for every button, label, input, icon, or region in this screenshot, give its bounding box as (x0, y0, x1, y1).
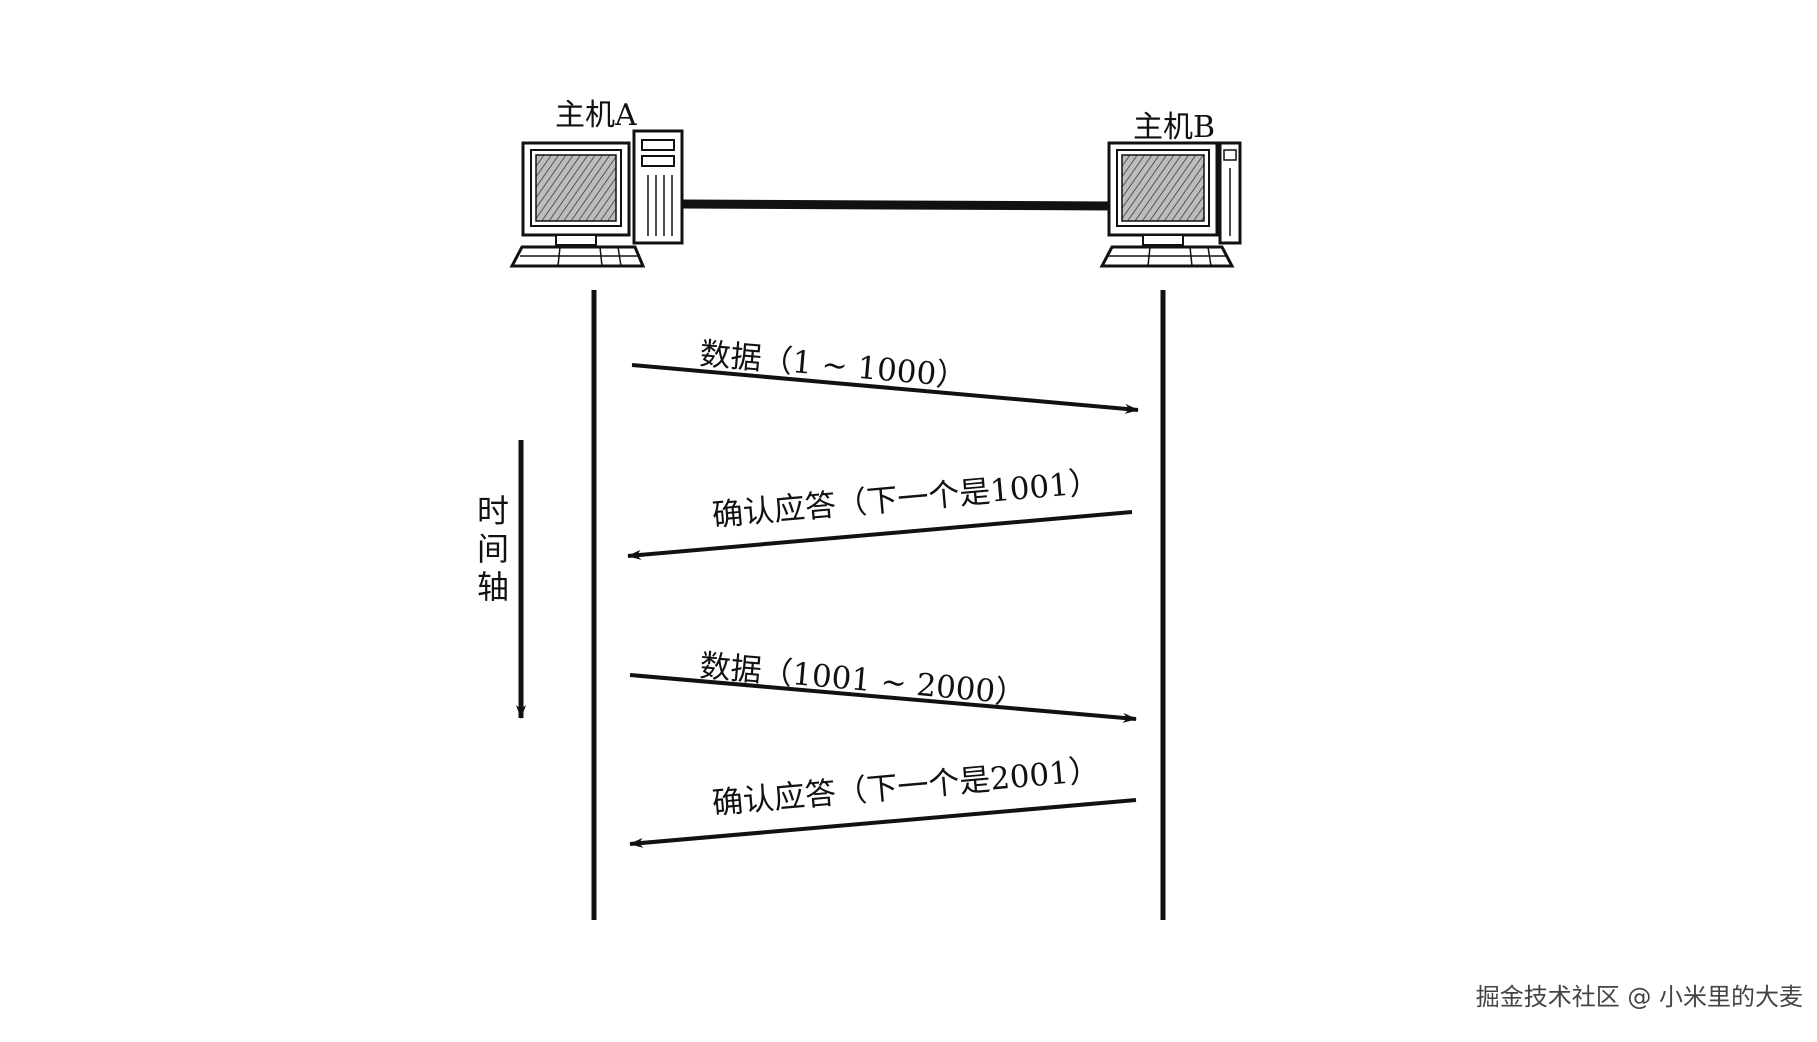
time-axis-char: 间 (476, 530, 509, 568)
message-arrow-2 (627, 510, 1133, 560)
watermark: 掘金技术社区 @ 小米里的大麦 (1475, 983, 1803, 1011)
message-arrow-4 (629, 798, 1137, 848)
host-b-label: 主机B (1133, 110, 1216, 145)
message-arrow-1 (631, 363, 1139, 414)
time-axis-char: 时 (476, 492, 509, 530)
host-a-label: 主机A (555, 98, 637, 133)
time-axis-char: 轴 (476, 568, 509, 606)
time-axis-label: 时 间 轴 (473, 492, 513, 606)
network-cable (681, 199, 1114, 211)
host-a-computer-icon (509, 129, 684, 268)
message-arrow-3 (629, 673, 1137, 723)
host-b-computer-icon (1099, 141, 1242, 268)
